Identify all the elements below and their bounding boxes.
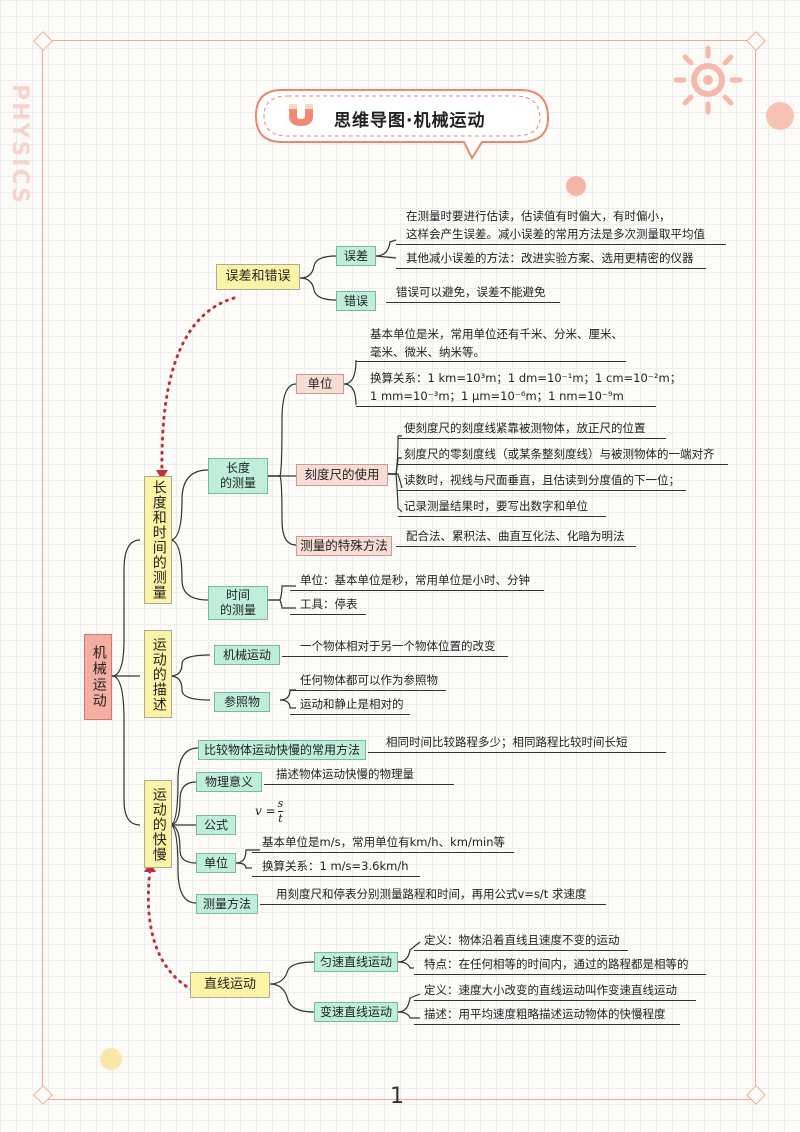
underline (356, 361, 626, 362)
node-formula: 公式 (196, 815, 236, 835)
node-variable-linear: 变速直线运动 (314, 1002, 398, 1022)
leaf-ref-1: 任何物体都可以作为参照物 (300, 673, 438, 687)
underline (368, 752, 666, 753)
node-root: 机械运动 (84, 634, 112, 720)
title-bubble: 思维导图·机械运动 (252, 86, 552, 161)
decor-dot (766, 102, 794, 130)
leaf-cuowu: 错误可以避免，误差不能避免 (396, 285, 546, 299)
underline (414, 950, 628, 951)
leaf-speed-unit-1: 基本单位是m/s，常用单位有km/h、km/min等 (262, 835, 506, 849)
leaf-uniform-1: 定义：物体沿着直线且速度不变的运动 (424, 933, 620, 947)
leaf-unit-2: 毫米、微米、纳米等。 (370, 345, 485, 359)
page-title: 思维导图·机械运动 (334, 111, 486, 131)
physics-watermark: PHYSICS (7, 84, 32, 205)
underline (290, 690, 446, 691)
underline (264, 784, 454, 785)
underline (396, 244, 726, 245)
node-time-measure: 时间 的测量 (208, 586, 268, 620)
leaf-time-2: 工具：停表 (300, 597, 358, 611)
leaf-measure: 用刻度尺和停表分别测量路程和时间，再用公式v=s/t 求速度 (276, 887, 587, 901)
underline (282, 656, 508, 657)
underline (414, 974, 706, 975)
node-reference-object: 参照物 (214, 692, 270, 712)
leaf-variable-2: 描述：用平均速度粗略描述运动物体的快慢程度 (424, 1007, 666, 1021)
node-linear-motion: 直线运动 (190, 972, 270, 998)
leaf-speed-unit-2: 换算关系：1 m/s=3.6km/h (262, 859, 409, 873)
node-speed: 运动的快慢 (144, 780, 172, 868)
underline (398, 438, 666, 439)
page-frame (42, 40, 756, 1100)
formula-t: t (278, 812, 283, 825)
node-wucha: 误差 (336, 246, 376, 266)
underline (398, 516, 606, 517)
node-measure-method: 测量方法 (196, 894, 258, 914)
leaf-unit-1: 基本单位是米，常用单位还有千米、分米、厘米、 (370, 327, 623, 341)
node-uniform-linear: 匀速直线运动 (314, 952, 398, 972)
magnet-logo-icon (289, 104, 313, 126)
leaf-ref-2: 运动和静止是相对的 (300, 697, 404, 711)
underline (396, 268, 706, 269)
underline (398, 490, 686, 491)
leaf-unit-4: 1 mm=10⁻³m；1 μm=10⁻⁶m；1 nm=10⁻⁹m (370, 389, 624, 403)
formula-v: v = (255, 804, 276, 818)
node-ruler-use: 刻度尺的使用 (296, 464, 388, 486)
decor-dot (566, 176, 586, 196)
leaf-meaning: 描述物体运动快慢的物理量 (276, 767, 414, 781)
underline (398, 464, 728, 465)
node-speed-unit: 单位 (196, 853, 236, 873)
leaf-ruler-2: 刻度尺的零刻度线（或某条整刻度线）与被测物体的一端对齐 (404, 447, 715, 461)
leaf-ruler-1: 使刻度尺的刻度线紧靠被测物体，放正尺的位置 (404, 421, 646, 435)
formula-s: s (277, 797, 284, 812)
underline (260, 904, 606, 905)
node-error-and-mistake: 误差和错误 (216, 264, 300, 290)
underline (414, 1024, 680, 1025)
leaf-ruler-3: 读数时，视线与尺面垂直，且估读到分度值的下一位； (404, 473, 680, 487)
underline (290, 614, 366, 615)
node-length-time: 长度和时间的测量 (144, 476, 172, 604)
leaf-compare: 相同时间比较路程多少；相同路程比较时间长短 (386, 735, 628, 749)
underline (252, 852, 514, 853)
decor-dot (100, 1048, 122, 1070)
underline (386, 302, 560, 303)
node-unit: 单位 (296, 374, 344, 394)
node-motion-description: 运动的描述 (144, 630, 172, 718)
leaf-special: 配合法、累积法、曲直互化法、化暗为明法 (406, 529, 625, 543)
underline (414, 1000, 696, 1001)
node-special-methods: 测量的特殊方法 (296, 536, 392, 556)
underline (252, 876, 420, 877)
leaf-uniform-2: 特点：在任何相等的时间内，通过的路程都是相等的 (424, 957, 689, 971)
leaf-wucha-3: 其他减小误差的方法：改进实验方案、选用更精密的仪器 (406, 251, 694, 265)
underline (356, 406, 656, 407)
node-mechanical-motion: 机械运动 (214, 645, 280, 665)
node-cuowu: 错误 (336, 291, 376, 311)
leaf-wucha-2: 这样会产生误差。减小误差的常用方法是多次测量取平均值 (406, 227, 705, 241)
sun-icon (673, 45, 743, 115)
page-number: 1 (390, 1084, 404, 1109)
underline (396, 546, 636, 547)
leaf-wucha-1: 在测量时要进行估读，估读值有时偏大，有时偏小， (406, 209, 671, 223)
leaf-unit-3: 换算关系：1 km=10³m；1 dm=10⁻¹m；1 cm=10⁻²m； (370, 371, 682, 385)
leaf-time-1: 单位：基本单位是秒，常用单位是小时、分钟 (300, 573, 530, 587)
node-length-measure: 长度 的测量 (208, 458, 268, 494)
node-physical-meaning: 物理意义 (196, 772, 262, 792)
leaf-mech: 一个物体相对于另一个物体位置的改变 (300, 639, 496, 653)
node-compare-method: 比较物体运动快慢的常用方法 (198, 740, 366, 760)
underline (290, 590, 544, 591)
underline (290, 714, 410, 715)
leaf-variable-1: 定义：速度大小改变的直线运动叫作变速直线运动 (424, 983, 677, 997)
leaf-ruler-4: 记录测量结果时，要写出数字和单位 (404, 499, 588, 513)
